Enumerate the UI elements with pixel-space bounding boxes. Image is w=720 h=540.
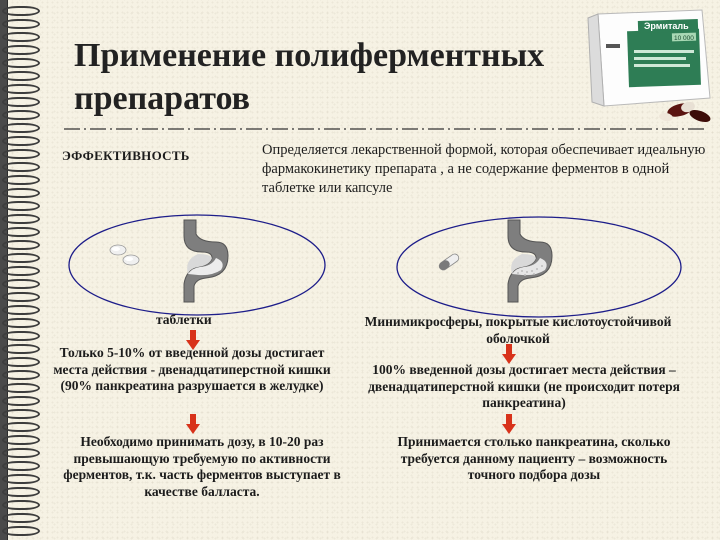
down-arrow-icon <box>502 414 516 434</box>
spiral-ring <box>2 71 40 81</box>
spiral-ring <box>2 474 40 484</box>
spiral-ring <box>2 357 40 367</box>
spiral-ring <box>2 227 40 237</box>
spiral-ring <box>2 318 40 328</box>
spiral-ring <box>2 201 40 211</box>
spiral-ring <box>2 305 40 315</box>
spiral-ring <box>2 188 40 198</box>
slide-title: Применение полиферментных препаратов <box>74 34 574 120</box>
spiral-ring <box>2 266 40 276</box>
spiral-ring <box>2 84 40 94</box>
microspheres-stomach-diagram <box>396 216 682 318</box>
spiral-ring <box>2 513 40 523</box>
stomach-icon <box>183 219 229 303</box>
title-line-1: Применение полиферментных <box>74 37 545 74</box>
spiral-ring <box>2 370 40 380</box>
spiral-ring <box>2 45 40 55</box>
spiral-ring <box>2 422 40 432</box>
spiral-ring <box>2 175 40 185</box>
spiral-ring <box>2 58 40 68</box>
spiral-ring <box>2 396 40 406</box>
spiral-ring <box>2 214 40 224</box>
product-dose: 10 000 <box>674 35 694 42</box>
capsule-icon <box>438 253 460 271</box>
tablets-icon <box>109 244 140 266</box>
spiral-ring <box>2 448 40 458</box>
spiral-ring <box>2 149 40 159</box>
spiral-ring <box>2 32 40 42</box>
tablets-caption: таблетки <box>156 312 212 327</box>
spiral-ring <box>2 240 40 250</box>
spiral-ring <box>2 500 40 510</box>
down-arrow-icon <box>186 414 200 434</box>
spiral-ring <box>2 435 40 445</box>
down-arrow-icon <box>186 330 200 350</box>
effectiveness-description: Определяется лекарственной формой, котор… <box>262 142 706 196</box>
tablets-statement: Только 5-10% от введенной дозы достигает… <box>53 345 331 393</box>
spiral-ring <box>2 162 40 172</box>
down-arrow-icon <box>502 344 516 364</box>
spiral-ring <box>2 409 40 419</box>
microspheres-ellipse <box>396 216 682 318</box>
microspheres-consequence: Принимается столько панкреатина, сколько… <box>397 434 671 482</box>
spiral-ring <box>2 526 40 536</box>
spiral-ring <box>2 292 40 302</box>
dash-dot-divider <box>64 128 704 130</box>
spiral-ring <box>2 279 40 289</box>
spiral-ring <box>2 331 40 341</box>
microspheres-caption: Минимикросферы, покрытые кислотоустойчив… <box>364 314 672 346</box>
spiral-ring <box>2 253 40 263</box>
spiral-ring <box>2 487 40 497</box>
product-package-image: Эрмиталь 10 000 <box>587 9 711 123</box>
effectiveness-label: ЭФФЕКТИВНОСТЬ <box>62 148 190 163</box>
spiral-ring <box>2 110 40 120</box>
product-brand: Эрмиталь <box>644 21 689 31</box>
stomach-icon <box>507 219 553 303</box>
spiral-ring <box>2 97 40 107</box>
spiral-ring <box>2 461 40 471</box>
microspheres-statement: 100% введенной дозы достигает места дейс… <box>368 362 680 410</box>
tablets-ellipse <box>68 214 326 316</box>
tablets-stomach-diagram <box>68 214 326 316</box>
spiral-ring <box>2 383 40 393</box>
title-line-2: препаратов <box>74 80 250 117</box>
spiral-ring <box>2 344 40 354</box>
spiral-ring <box>2 19 40 29</box>
spiral-ring <box>2 136 40 146</box>
tablets-consequence: Необходимо принимать дозу, в 10-20 раз п… <box>63 434 341 499</box>
spiral-ring <box>2 123 40 133</box>
spiral-ring <box>2 6 40 16</box>
